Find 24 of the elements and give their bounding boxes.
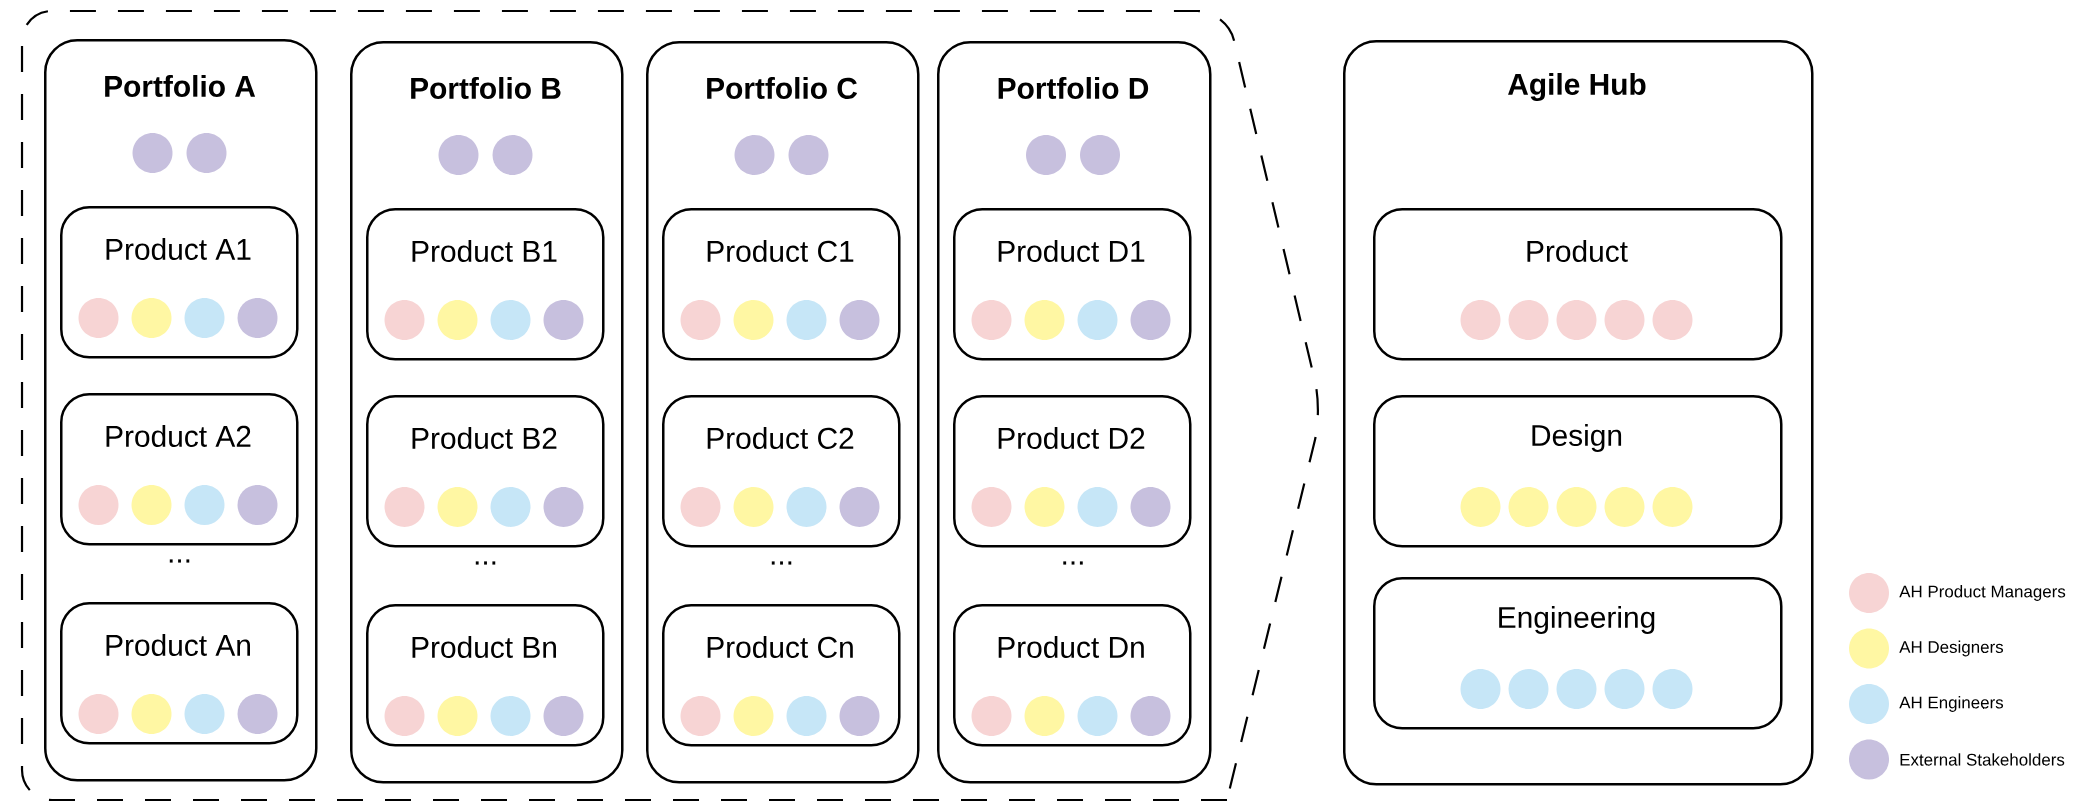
team-box: Product C2 (662, 395, 901, 548)
ellipsis: ... (771, 561, 792, 565)
legend-label: AH Designers (1899, 640, 2004, 657)
team-box: Design (1373, 395, 1783, 548)
legend-label: External Stakeholders (1900, 753, 2065, 766)
ellipsis: ... (169, 559, 190, 563)
team-box: Product A1 (60, 206, 299, 359)
group-outline (20, 9, 1319, 802)
team-box: Product Bn (366, 604, 605, 747)
team-box: Product C1 (662, 208, 901, 361)
legend-label: AH Product Managers (1899, 585, 2066, 601)
team-box: Engineering (1373, 577, 1783, 730)
ellipsis: ... (1063, 561, 1083, 565)
ellipsis: ... (475, 561, 496, 565)
team-box: Product B1 (366, 208, 605, 361)
team-box: Product Dn (953, 604, 1192, 747)
team-box: Product D2 (953, 395, 1192, 548)
team-box: Product A2 (60, 393, 299, 546)
team-box: Product (1373, 208, 1783, 361)
team-box: Product Cn (662, 604, 901, 747)
legend-label: AH Engineers (1899, 696, 2004, 712)
team-box: Product B2 (366, 395, 605, 548)
team-box: Product An (60, 602, 299, 745)
team-box: Product D1 (953, 208, 1192, 361)
